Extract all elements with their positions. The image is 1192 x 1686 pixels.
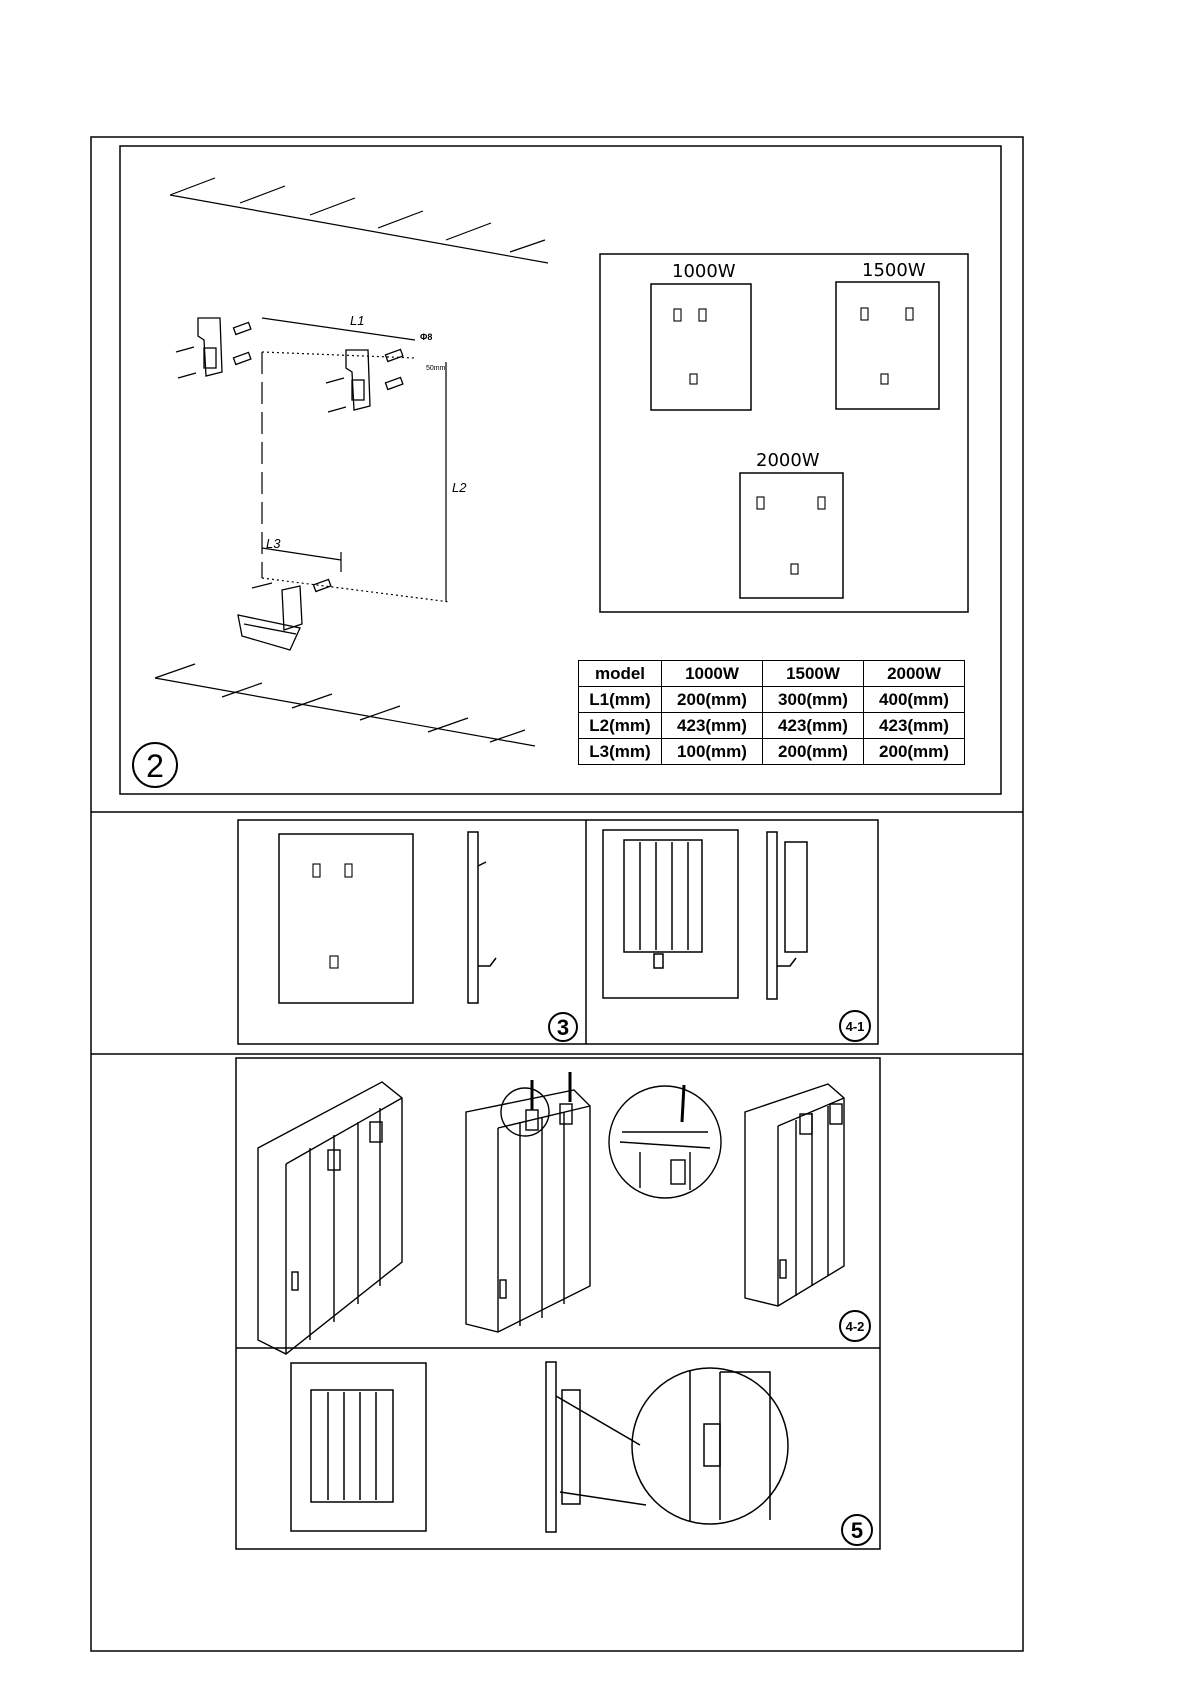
- top-left-bracket: [176, 318, 251, 378]
- step-badges: 2 3 4-1 4-2 5: [133, 743, 872, 1545]
- table-header-cell: model: [579, 661, 662, 687]
- spec-table: model 1000W 1500W 2000W L1(mm) 200(mm) 3…: [578, 660, 965, 765]
- outer-frame: [91, 137, 1023, 1651]
- table-cell: 300(mm): [763, 687, 864, 713]
- step4-1-heater-front: [624, 840, 702, 952]
- step-4-2-number: 4-2: [846, 1319, 865, 1334]
- table-header-cell: 2000W: [864, 661, 965, 687]
- template-1500w: [836, 282, 939, 409]
- step3-wall-side: [468, 832, 478, 1003]
- template-title-1500w: 1500W: [862, 260, 926, 281]
- mounting-outline: [262, 318, 450, 602]
- table-cell: 100(mm): [662, 739, 763, 765]
- zoom-detail-bracket: [609, 1085, 721, 1198]
- template-hooks: [674, 308, 913, 574]
- template-2000w: [740, 473, 843, 598]
- table-cell: 423(mm): [864, 713, 965, 739]
- heater-iso-1: [258, 1082, 402, 1354]
- bottom-bracket: [238, 579, 331, 650]
- dim-l1: L1: [350, 313, 364, 328]
- table-cell: L2(mm): [579, 713, 662, 739]
- steps-3-4-1-frame: [238, 820, 878, 1044]
- table-cell: L3(mm): [579, 739, 662, 765]
- dimension-labels: L1 L2 L3 Φ8 50mm: [266, 313, 467, 551]
- heater-iso-3: [745, 1084, 844, 1306]
- dim-hole: Φ8: [420, 332, 432, 342]
- table-header-cell: 1000W: [662, 661, 763, 687]
- table-cell: 200(mm): [763, 739, 864, 765]
- step-4-1-number: 4-1: [846, 1019, 865, 1034]
- wall-bottom-hatch: [155, 664, 535, 746]
- table-cell: 400(mm): [864, 687, 965, 713]
- table-cell: 200(mm): [662, 687, 763, 713]
- step-2-number: 2: [146, 748, 164, 784]
- table-cell: 423(mm): [763, 713, 864, 739]
- template-title-1000w: 1000W: [672, 261, 736, 282]
- step-3-number: 3: [557, 1015, 569, 1040]
- step5-wall-side: [546, 1362, 556, 1532]
- dim-l2: L2: [452, 480, 467, 495]
- template-1000w: [651, 284, 751, 410]
- spec-table-header: model 1000W 1500W 2000W: [579, 661, 965, 687]
- wall-top-hatch: [170, 178, 548, 263]
- table-row: L3(mm) 100(mm) 200(mm) 200(mm): [579, 739, 965, 765]
- step3-template: [279, 834, 413, 1003]
- table-row: L1(mm) 200(mm) 300(mm) 400(mm): [579, 687, 965, 713]
- heater-iso-2: [466, 1072, 590, 1332]
- table-header-cell: 1500W: [763, 661, 864, 687]
- table-cell: L1(mm): [579, 687, 662, 713]
- template-title-2000w: 2000W: [756, 450, 820, 471]
- table-cell: 423(mm): [662, 713, 763, 739]
- dim-offset: 50mm: [426, 365, 446, 372]
- table-cell: 200(mm): [864, 739, 965, 765]
- step4-1-wall-side: [767, 832, 777, 999]
- step5-heater-front: [311, 1390, 393, 1502]
- top-right-bracket: [326, 349, 403, 412]
- dim-l3: L3: [266, 536, 281, 551]
- table-row: L2(mm) 423(mm) 423(mm) 423(mm): [579, 713, 965, 739]
- step-5-number: 5: [851, 1518, 863, 1543]
- step5-zoom-circle: [632, 1368, 788, 1524]
